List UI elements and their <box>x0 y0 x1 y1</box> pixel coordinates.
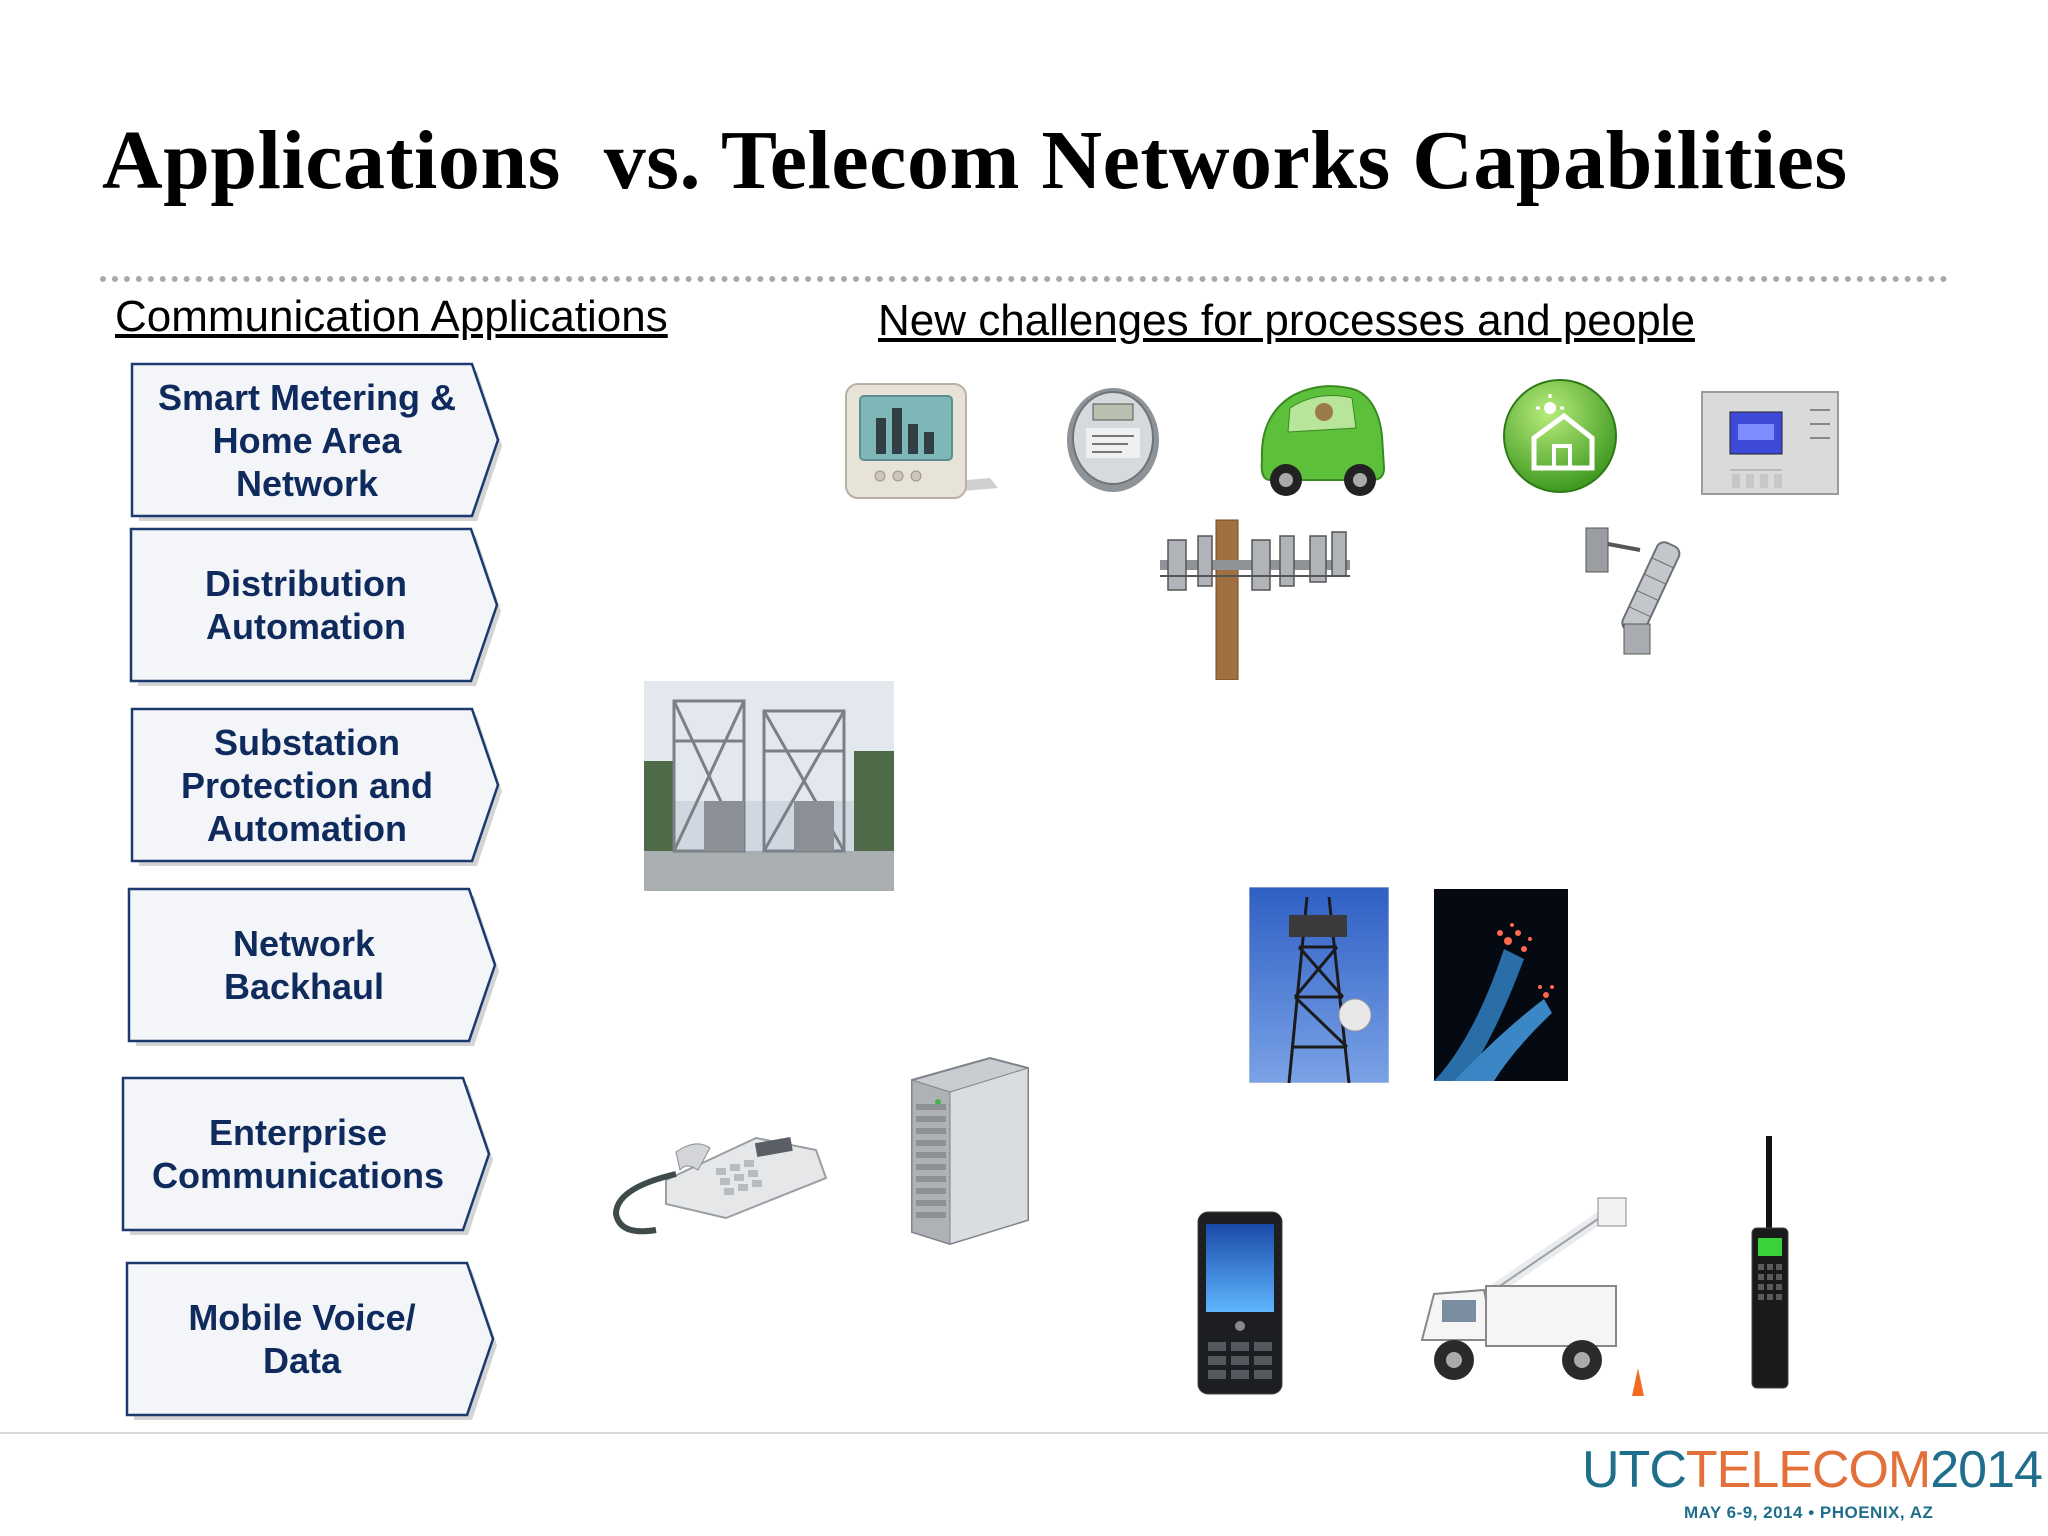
app-label: Smart Metering & Home Area Network <box>157 376 457 504</box>
app-label: Mobile Voice/ Data <box>188 1297 416 1381</box>
smart-home-icon <box>1503 379 1617 493</box>
electric-meter-icon <box>1067 388 1159 492</box>
heading-communication-applications: Communication Applications <box>115 292 668 341</box>
cell-tower-photo <box>1249 887 1389 1083</box>
slide-title: Applications vs. Telecom Networks Capabi… <box>102 114 1848 207</box>
bucket-truck-icon <box>1420 1197 1644 1396</box>
heading-new-challenges: New challenges for processes and people <box>878 296 1695 345</box>
app-label: Network Backhaul <box>223 923 385 1007</box>
app-chevron-network-backhaul: Network Backhaul <box>127 887 509 1046</box>
electric-car-icon <box>1260 385 1386 496</box>
desk-phone-icon <box>612 1136 828 1235</box>
app-label: Enterprise Communications <box>151 1112 445 1196</box>
app-chevron-smart-metering: Smart Metering & Home Area Network <box>130 362 512 521</box>
substation-photo <box>644 681 894 891</box>
utility-pole-switch-icon <box>1160 519 1350 680</box>
app-label: Substation Protection and Automation <box>180 721 434 849</box>
logo-subtitle: MAY 6-9, 2014 • PHOENIX, AZ <box>1684 1503 1934 1522</box>
logo-utc: UTC <box>1582 1441 1687 1499</box>
mobile-phone-icon <box>1197 1211 1283 1395</box>
app-chevron-distribution-automation: Distribution Automation <box>129 527 511 686</box>
app-chevron-substation: Substation Protection and Automation <box>130 707 512 866</box>
footer-divider <box>0 1432 2048 1434</box>
fiber-optic-photo <box>1434 889 1568 1081</box>
dotted-divider <box>100 276 1948 282</box>
thermostat-icon <box>1701 391 1839 495</box>
utc-telecom-logo: UTCTELECOM2014 <box>1582 1440 2043 1500</box>
app-chevron-mobile-voice-data: Mobile Voice/ Data <box>125 1261 507 1420</box>
logo-year: 2014 <box>1930 1441 2043 1499</box>
app-label: Distribution Automation <box>205 563 407 647</box>
two-way-radio-icon <box>1751 1136 1789 1389</box>
line-recloser-icon <box>1585 527 1681 655</box>
in-home-display-icon <box>845 383 998 499</box>
app-chevron-enterprise-communications: Enterprise Communications <box>121 1076 503 1235</box>
logo-telecom: TELECOM <box>1685 1441 1931 1499</box>
server-tower-icon <box>911 1056 1029 1246</box>
